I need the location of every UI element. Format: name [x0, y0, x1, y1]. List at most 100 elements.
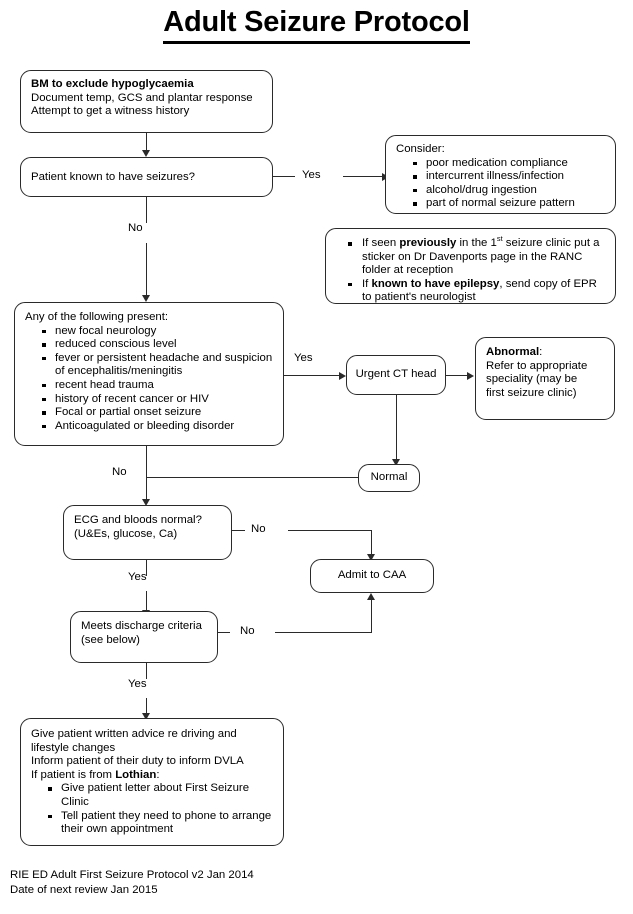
edge-label-ecg-yes: Yes	[128, 571, 147, 583]
node-advice-line3: Inform patient of their duty to inform D…	[31, 755, 244, 768]
edge-ecg-no-arrowhead	[367, 554, 375, 561]
edge-label-criteria-no: No	[112, 466, 127, 478]
clinic-note-2b: known to have epilepsy	[371, 277, 500, 290]
list-item: Tell patient they need to phone to arran…	[48, 810, 274, 837]
edge-ecg-no-line	[288, 530, 372, 532]
node-abnormal-colon: :	[539, 346, 543, 358]
clinic-note-1c: in the 1	[456, 237, 497, 249]
edge-known-no-lower	[146, 243, 148, 297]
edge-known-no-upper	[146, 197, 148, 223]
edge-ct-to-abnormal-arrowhead	[467, 371, 474, 380]
node-admit-caa-label: Admit to CAA	[337, 569, 407, 582]
edge-discharge-no-line	[275, 632, 372, 634]
node-normal-label: Normal	[370, 471, 408, 484]
edge-known-yes-line	[343, 176, 384, 178]
node-bm-heading: BM to exclude hypoglycaemia	[31, 78, 194, 90]
list-item: alcohol/drug ingestion	[413, 184, 606, 198]
list-item: Anticoagulated or bleeding disorder	[42, 420, 274, 434]
edge-ct-to-normal-arrowhead	[392, 459, 400, 466]
edge-ct-to-normal	[396, 395, 398, 461]
list-item: poor medication compliance	[413, 157, 606, 171]
list-item: history of recent cancer or HIV	[42, 393, 274, 407]
clinic-note-2c: , send copy of EPR to patient's neurolog…	[362, 277, 597, 304]
node-consider-list: poor medication compliance intercurrent …	[396, 157, 606, 211]
node-consider: Consider: poor medication compliance int…	[385, 135, 616, 214]
node-advice-line4c: :	[156, 768, 160, 781]
edge-label-known-no: No	[128, 222, 143, 234]
node-clinic-note: If seen previously in the 1st seizure cl…	[325, 228, 616, 304]
clinic-note-1sup: st	[496, 234, 503, 244]
edge-criteria-no-arrowhead	[142, 499, 150, 506]
node-abnormal-line4: first seizure clinic)	[486, 386, 577, 399]
edge-label-discharge-yes: Yes	[128, 678, 147, 690]
node-advice-line4a: If patient is from	[31, 768, 116, 781]
edge-criteria-no-upper	[146, 446, 148, 466]
node-criteria-list: new focal neurology reduced conscious le…	[25, 325, 274, 434]
edge-discharge-yes-lower	[146, 698, 148, 716]
edge-discharge-yes-arrowhead	[142, 713, 150, 720]
node-discharge-advice: Give patient written advice re driving a…	[20, 718, 284, 846]
edge-discharge-yes-upper	[146, 663, 148, 679]
node-ct-head-label: Urgent CT head	[355, 368, 437, 381]
list-item: reduced conscious level	[42, 338, 274, 352]
node-bm-hypoglycaemia: BM to exclude hypoglycaemia Document tem…	[20, 70, 273, 133]
edge-ct-to-abnormal	[446, 375, 470, 377]
node-discharge-line2: (see below)	[81, 633, 140, 646]
clinic-note-1d: seizure clinic put a sticker on Dr Daven…	[362, 237, 600, 277]
node-advice-line4: If patient is from Lothian:	[31, 769, 274, 783]
node-discharge-line1: Meets discharge criteria	[81, 620, 202, 632]
edge-ecg-yes-lower	[146, 591, 148, 613]
node-advice-line2: lifestyle changes	[31, 741, 116, 754]
edge-criteria-no-lower	[146, 466, 148, 502]
edge-discharge-no-rise	[371, 598, 373, 632]
list-item: If known to have epilepsy, send copy of …	[348, 277, 606, 305]
edge-discharge-no-stub	[218, 632, 230, 634]
node-advice-list: Give patient letter about First Seizure …	[31, 782, 274, 836]
list-item: part of normal seizure pattern	[413, 197, 606, 211]
edge-ecg-no-drop	[371, 530, 373, 556]
footer: RIE ED Adult First Seizure Protocol v2 J…	[10, 868, 254, 897]
page-title: Adult Seizure Protocol	[0, 6, 633, 44]
edge-label-criteria-yes: Yes	[294, 352, 313, 364]
node-advice-line1: Give patient written advice re driving a…	[31, 728, 237, 740]
edge-label-ecg-no: No	[251, 523, 266, 535]
list-item: Focal or partial onset seizure	[42, 406, 274, 420]
edge-known-yes-stub	[273, 176, 295, 178]
edge-criteria-yes-stub	[284, 375, 300, 377]
clinic-note-1a: If seen	[362, 237, 400, 249]
node-abnormal-line3: speciality (may be	[486, 373, 578, 386]
edge-bm-to-known-arrowhead	[142, 150, 150, 157]
node-clinic-note-list: If seen previously in the 1st seizure cl…	[336, 234, 606, 305]
node-known-seizures-label: Patient known to have seizures?	[31, 171, 195, 183]
list-item: Give patient letter about First Seizure …	[48, 782, 274, 809]
node-admit-caa: Admit to CAA	[310, 559, 434, 593]
edge-criteria-yes-arrowhead	[339, 371, 346, 380]
node-ct-head: Urgent CT head	[346, 355, 446, 395]
node-advice-line4b: Lothian	[115, 768, 157, 781]
edge-ecg-no-stub	[232, 530, 245, 532]
node-ecg-bloods: ECG and bloods normal? (U&Es, glucose, C…	[63, 505, 232, 560]
list-item: fever or persistent headache and suspici…	[42, 351, 273, 378]
node-ecg-line2: (U&Es, glucose, Ca)	[74, 527, 178, 540]
list-item: intercurrent illness/infection	[413, 170, 606, 184]
node-bm-line3: Attempt to get a witness history	[31, 105, 190, 118]
node-discharge-criteria: Meets discharge criteria (see below)	[70, 611, 218, 663]
edge-discharge-no-arrowhead	[367, 593, 375, 600]
edge-label-discharge-no: No	[240, 625, 255, 637]
node-abnormal-heading-row: Abnormal:	[486, 346, 605, 360]
page-title-text: Adult Seizure Protocol	[163, 6, 470, 44]
edge-ecg-yes-upper	[146, 560, 148, 576]
footer-line-1: RIE ED Adult First Seizure Protocol v2 J…	[10, 869, 254, 881]
edge-normal-to-trunk	[146, 477, 358, 479]
list-item: recent head trauma	[42, 379, 274, 393]
node-consider-heading: Consider:	[396, 143, 445, 155]
list-item: If seen previously in the 1st seizure cl…	[348, 234, 606, 278]
edge-bm-to-known	[146, 133, 148, 152]
node-criteria-heading: Any of the following present:	[25, 311, 169, 323]
node-ecg-line1: ECG and bloods normal?	[74, 514, 202, 526]
node-bm-line2: Document temp, GCS and plantar response	[31, 91, 253, 104]
node-criteria: Any of the following present: new focal …	[14, 302, 284, 446]
list-item: new focal neurology	[42, 325, 274, 339]
node-abnormal-line2: Refer to appropriate	[486, 359, 588, 372]
